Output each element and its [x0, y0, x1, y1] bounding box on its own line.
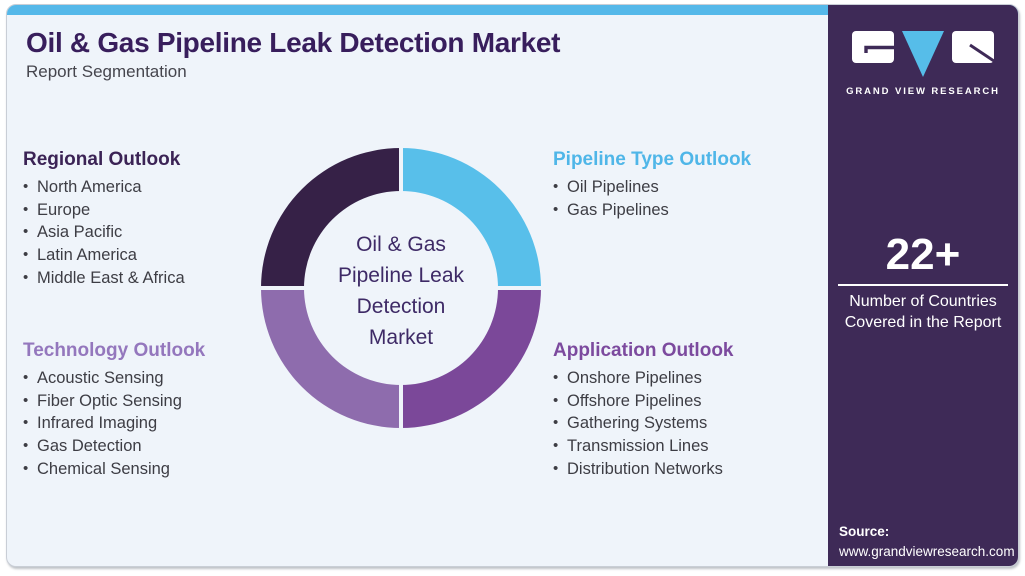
- bullet-icon: •: [23, 200, 29, 218]
- donut-segment-application: [401, 288, 541, 428]
- bullet-icon: •: [23, 437, 29, 455]
- bullet-icon: •: [23, 369, 29, 386]
- list-item-label: Europe: [37, 200, 91, 219]
- bullet-list: • Oil Pipelines • Gas Pipelines: [553, 176, 813, 221]
- list-item-label: Acoustic Sensing: [37, 369, 164, 387]
- bullet-icon: •: [23, 223, 29, 241]
- list-item-label: Asia Pacific: [37, 223, 123, 242]
- bullet-list: • North America • Europe • Asia Pacific • Latin…: [23, 176, 283, 290]
- donut-segment-technology: [261, 288, 401, 428]
- logo-r-leg: [969, 43, 994, 63]
- bullet-icon: •: [553, 459, 559, 477]
- donut-segment-regional: [261, 148, 401, 288]
- list-item: • Asia Pacific: [23, 221, 283, 244]
- list-item-label: Transmission Lines: [567, 437, 709, 456]
- bullet-icon: •: [23, 459, 29, 477]
- section-pipeline-type-outlook: Pipeline Type Outlook • Oil Pipelines • Gas…: [553, 148, 813, 221]
- bullet-icon: •: [553, 391, 559, 409]
- source-url: www.grandviewresearch.com: [839, 544, 1015, 559]
- list-item: • Infrared Imaging: [23, 412, 283, 435]
- list-item-label: Offshore Pipelines: [567, 391, 702, 410]
- section-title: Regional Outlook: [23, 149, 181, 170]
- donut-center-line: Oil & Gas: [356, 233, 446, 256]
- list-item-label: Infrared Imaging: [37, 414, 158, 433]
- top-accent-stripe: [7, 5, 1018, 15]
- section-technology-outlook: Technology Outlook • Acoustic Sensing • Fib…: [23, 339, 283, 481]
- bullet-icon: •: [553, 414, 559, 432]
- stat-value: 22+: [885, 230, 961, 279]
- bullet-icon: •: [23, 268, 29, 286]
- bullet-list: • Onshore Pipelines • Offshore Pipelines • Ga…: [553, 367, 813, 481]
- list-item: • Onshore Pipelines: [553, 367, 813, 390]
- stat-divider: [838, 284, 1008, 286]
- list-item-label: Gathering Systems: [567, 414, 708, 433]
- list-item: • Fiber Optic Sensing: [23, 390, 283, 413]
- gvr-logo-mark: [852, 31, 994, 77]
- bullet-icon: •: [553, 369, 559, 386]
- bullet-icon: •: [553, 437, 559, 455]
- list-item-label: Gas Pipelines: [567, 200, 669, 219]
- bullet-icon: •: [23, 414, 29, 432]
- list-item-label: Fiber Optic Sensing: [37, 391, 182, 410]
- donut-center-line: Detection: [356, 295, 446, 318]
- list-item: • Gas Pipelines: [553, 199, 813, 222]
- list-item: • Chemical Sensing: [23, 458, 283, 481]
- list-item: • Europe: [23, 199, 283, 222]
- stat-label: Number of Countries Covered in the Repor…: [838, 291, 1008, 333]
- list-item: • Latin America: [23, 244, 283, 267]
- section-title: Technology Outlook: [23, 340, 206, 361]
- section-title: Pipeline Type Outlook: [553, 149, 752, 170]
- stat-label-line: Covered in the Report: [844, 314, 1002, 331]
- donut-svg: [259, 146, 543, 430]
- gvr-logo: GRAND VIEW RESEARCH: [828, 31, 1018, 97]
- logo-g-notch: [864, 45, 894, 53]
- section-regional-outlook: Regional Outlook • North America • Europe • A…: [23, 148, 283, 290]
- page-title: Oil & Gas Pipeline Leak Detection Market: [26, 27, 561, 58]
- sidebar: GRAND VIEW RESEARCH 22+ Number of Countr…: [828, 5, 1018, 566]
- list-item: • Gathering Systems: [553, 412, 813, 435]
- donut-center-line: Pipeline Leak: [337, 264, 465, 287]
- bullet-icon: •: [553, 200, 559, 218]
- stat-block: 22+ Number of Countries Covered in the R…: [838, 231, 1008, 333]
- bullet-icon: •: [23, 178, 29, 195]
- brand-name: GRAND VIEW RESEARCH: [846, 86, 1000, 97]
- list-item: • Offshore Pipelines: [553, 390, 813, 413]
- page-subtitle: Report Segmentation: [26, 62, 187, 81]
- bullet-icon: •: [23, 391, 29, 409]
- bullet-list: • Acoustic Sensing • Fiber Optic Sensing • In…: [23, 367, 283, 481]
- bullet-icon: •: [553, 178, 559, 195]
- list-item: • Acoustic Sensing: [23, 367, 283, 390]
- list-item: • Gas Detection: [23, 435, 283, 458]
- list-item-label: North America: [37, 178, 142, 196]
- section-application-outlook: Application Outlook • Onshore Pipelines • O…: [553, 339, 813, 481]
- bullet-icon: •: [23, 246, 29, 264]
- donut-center-line: Market: [368, 326, 434, 349]
- list-item-label: Onshore Pipelines: [567, 369, 702, 387]
- list-item: • Transmission Lines: [553, 435, 813, 458]
- list-item: • Distribution Networks: [553, 458, 813, 481]
- list-item: • Middle East & Africa: [23, 267, 283, 290]
- list-item-label: Gas Detection: [37, 437, 142, 456]
- donut-segment-pipeline-type: [401, 148, 541, 288]
- list-item: • Oil Pipelines: [553, 176, 813, 199]
- stat-label-line: Number of Countries: [849, 293, 997, 310]
- source-label: Source:: [839, 524, 890, 539]
- list-item-label: Middle East & Africa: [37, 268, 185, 287]
- logo-v-triangle: [902, 31, 944, 77]
- infographic-card: Oil & Gas Pipeline Leak Detection Market…: [6, 4, 1019, 567]
- list-item-label: Oil Pipelines: [567, 178, 659, 196]
- source-block: Source: www.grandviewresearch.com: [839, 522, 1015, 562]
- list-item: • North America: [23, 176, 283, 199]
- list-item-label: Chemical Sensing: [37, 459, 170, 478]
- list-item-label: Distribution Networks: [567, 459, 723, 478]
- list-item-label: Latin America: [37, 246, 137, 265]
- section-title: Application Outlook: [553, 340, 734, 361]
